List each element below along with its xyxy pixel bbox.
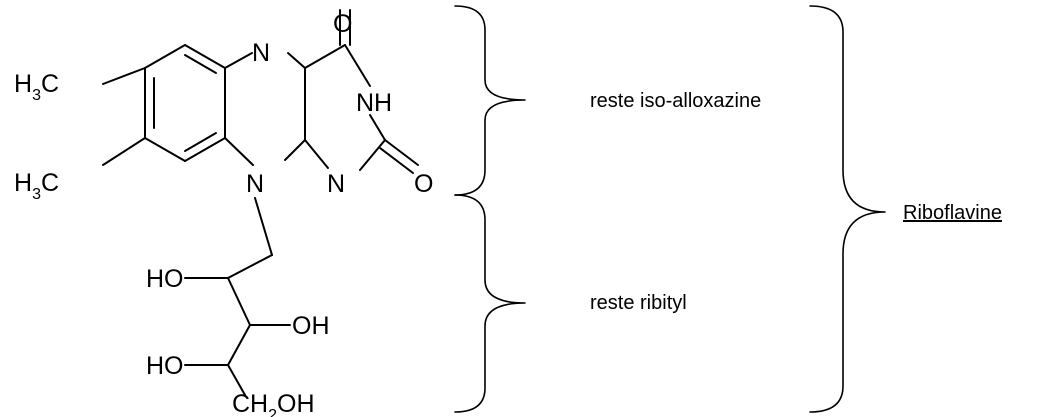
atom-n-upper: N: [252, 39, 270, 67]
bond: [227, 254, 273, 279]
methyl-bond: [102, 137, 146, 166]
atom-o-top: O: [333, 10, 352, 38]
bond: [284, 139, 306, 161]
label-ribityl: reste ribityl: [590, 292, 687, 314]
bond: [227, 277, 251, 326]
label-isoalloxazine: reste iso-alloxazine: [590, 90, 761, 112]
benzene-ring: [144, 44, 226, 162]
hydroxyl-3: HO: [146, 352, 184, 380]
bond: [344, 44, 371, 87]
ribityl-chain: [184, 197, 291, 396]
methyl-label-top: H3C: [14, 70, 59, 104]
hydroxymethyl-label: CH2OH: [232, 390, 315, 417]
methyl-label-bottom: H3C: [14, 169, 59, 203]
pyrimidine-ring: [304, 9, 419, 174]
brace-riboflavine: [809, 5, 886, 413]
bond: [254, 197, 273, 256]
bond: [227, 364, 246, 396]
bond: [184, 137, 226, 162]
bond: [144, 44, 186, 69]
bond: [224, 52, 253, 69]
bond: [304, 44, 346, 69]
pyrazine-ring: [224, 52, 306, 166]
brace-isoalloxazine: [454, 5, 526, 196]
double-bond: [184, 54, 217, 74]
atom-nh: NH: [356, 89, 392, 117]
brace-ribityl: [454, 194, 526, 413]
bond: [304, 139, 329, 169]
bond: [224, 137, 254, 166]
atom-n-right: N: [327, 170, 345, 198]
atom-n-lower: N: [246, 170, 264, 198]
hydroxyl-2: OH: [292, 312, 330, 340]
bond: [369, 114, 386, 141]
bond: [227, 324, 251, 366]
bond: [287, 52, 306, 69]
methyl-bond: [102, 67, 146, 85]
double-bond: [184, 132, 217, 152]
label-riboflavine: Riboflavine: [903, 202, 1002, 224]
bond: [184, 44, 226, 69]
hydroxyl-1: HO: [146, 265, 184, 293]
bond: [144, 137, 186, 162]
atom-o-right: O: [414, 170, 433, 198]
bond: [359, 139, 386, 171]
carbonyl-bond: [379, 147, 414, 174]
carbonyl-bond: [384, 139, 419, 166]
